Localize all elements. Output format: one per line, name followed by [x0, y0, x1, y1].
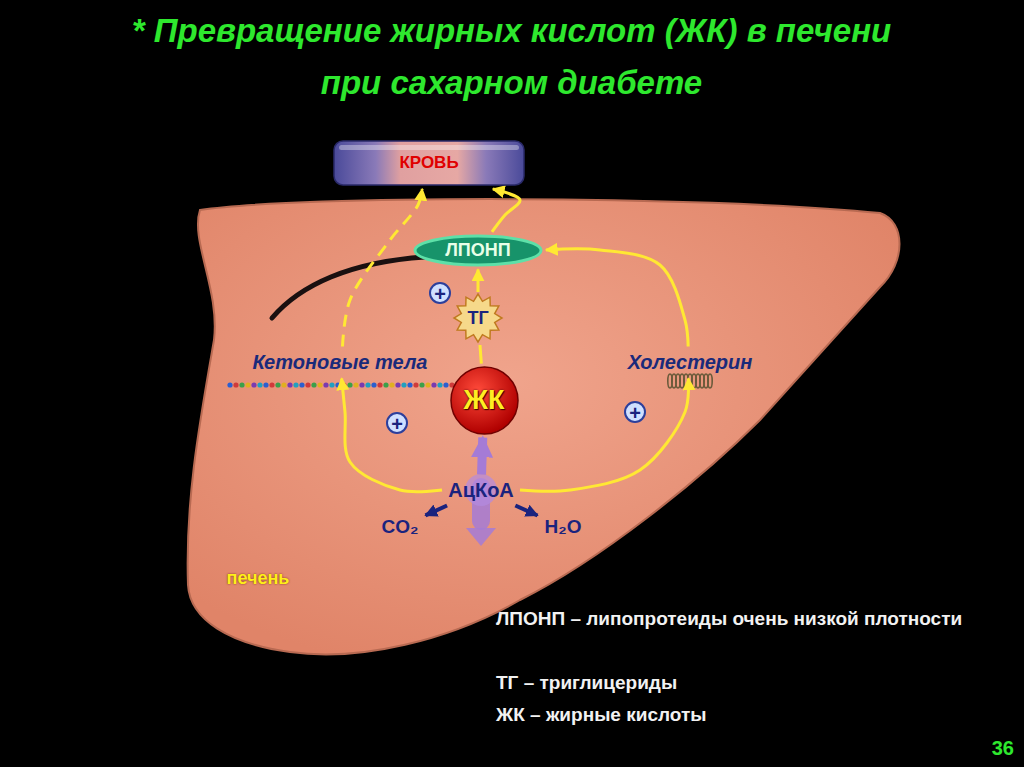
bead: [239, 382, 244, 387]
flow-arrow: [477, 270, 480, 293]
bead: [443, 382, 448, 387]
coil-turn: [708, 374, 712, 388]
flow-arrow: [426, 506, 448, 516]
node-text: Кетоновые тела: [253, 351, 428, 374]
bead: [323, 382, 328, 387]
bead: [227, 382, 232, 387]
plus-sign: +: [429, 282, 451, 304]
bead: [317, 382, 322, 387]
bead: [413, 382, 418, 387]
organ-label: печень: [227, 568, 290, 589]
bead: [347, 382, 352, 387]
page-number: 36: [992, 737, 1014, 760]
bead: [281, 382, 286, 387]
tg-star: ТГ: [453, 294, 503, 342]
bead: [335, 382, 340, 387]
bead: [389, 382, 394, 387]
bead: [371, 382, 376, 387]
bead: [257, 382, 262, 387]
bead: [365, 382, 370, 387]
plus-sign: +: [624, 401, 646, 423]
node-text: H₂O: [545, 516, 582, 538]
ketone-label: Кетоновые тела: [249, 349, 432, 376]
bead: [431, 382, 436, 387]
flow-arrow: [343, 189, 423, 347]
bead: [233, 382, 238, 387]
h2o-product: H₂O: [541, 514, 586, 540]
fatty-acid-circle: ЖК: [450, 366, 519, 435]
ketone-chain: [227, 382, 460, 387]
bead: [275, 382, 280, 387]
tg-burst: [454, 294, 502, 342]
bead: [329, 382, 334, 387]
abbreviation-note: ТГ – триглицериды: [496, 668, 677, 698]
vessel-shine: [339, 145, 519, 150]
plus-sign: +: [386, 412, 408, 434]
node-text: АцКоА: [448, 479, 514, 502]
node-text: ЛПОНП: [445, 240, 511, 261]
bead: [359, 382, 364, 387]
slide-title: * Превращение жирных кислот (ЖК) в печен…: [124, 5, 899, 109]
abbreviation-note: ЖК – жирные кислоты: [496, 700, 706, 730]
bead: [353, 382, 358, 387]
flow-arrow: [342, 379, 442, 492]
blood-vessel: КРОВЬ: [333, 140, 525, 186]
node-text: Холестерин: [628, 351, 753, 374]
bead: [299, 382, 304, 387]
co2-product: CO₂: [378, 514, 423, 540]
bead: [377, 382, 382, 387]
acetyl-coa: АцКоА: [444, 477, 518, 504]
liver-ligament: [272, 257, 425, 318]
vldl-ellipse: ЛПОНП: [413, 234, 543, 267]
fa-outline: [451, 367, 518, 434]
node-text: CO₂: [382, 516, 419, 538]
flow-arrow: [546, 249, 688, 347]
bead: [311, 382, 316, 387]
bead: [287, 382, 292, 387]
node-text: ЖК: [464, 385, 505, 416]
bead: [395, 382, 400, 387]
bead: [437, 382, 442, 387]
bead: [251, 382, 256, 387]
bead: [305, 382, 310, 387]
flow-arrow: [492, 189, 520, 232]
liver-outline: [188, 199, 900, 654]
node-text: КРОВЬ: [399, 153, 458, 173]
flow-arrow: [482, 437, 483, 474]
bead: [269, 382, 274, 387]
bead: [263, 382, 268, 387]
flow-arrow: [480, 345, 481, 364]
cholesterol-label: Холестерин: [624, 349, 757, 376]
vessel-body: [334, 141, 524, 185]
bead: [407, 382, 412, 387]
bead: [425, 382, 430, 387]
bead: [245, 382, 250, 387]
node-text: ТГ: [467, 308, 488, 329]
flow-arrow: [515, 506, 537, 516]
bead: [293, 382, 298, 387]
flow-arrow: [520, 379, 689, 492]
abbreviation-note: ЛПОНП – липопротеиды очень низкой плотно…: [496, 604, 1012, 634]
bead: [401, 382, 406, 387]
bead: [383, 382, 388, 387]
vldl-outline: [415, 236, 541, 265]
bead: [419, 382, 424, 387]
